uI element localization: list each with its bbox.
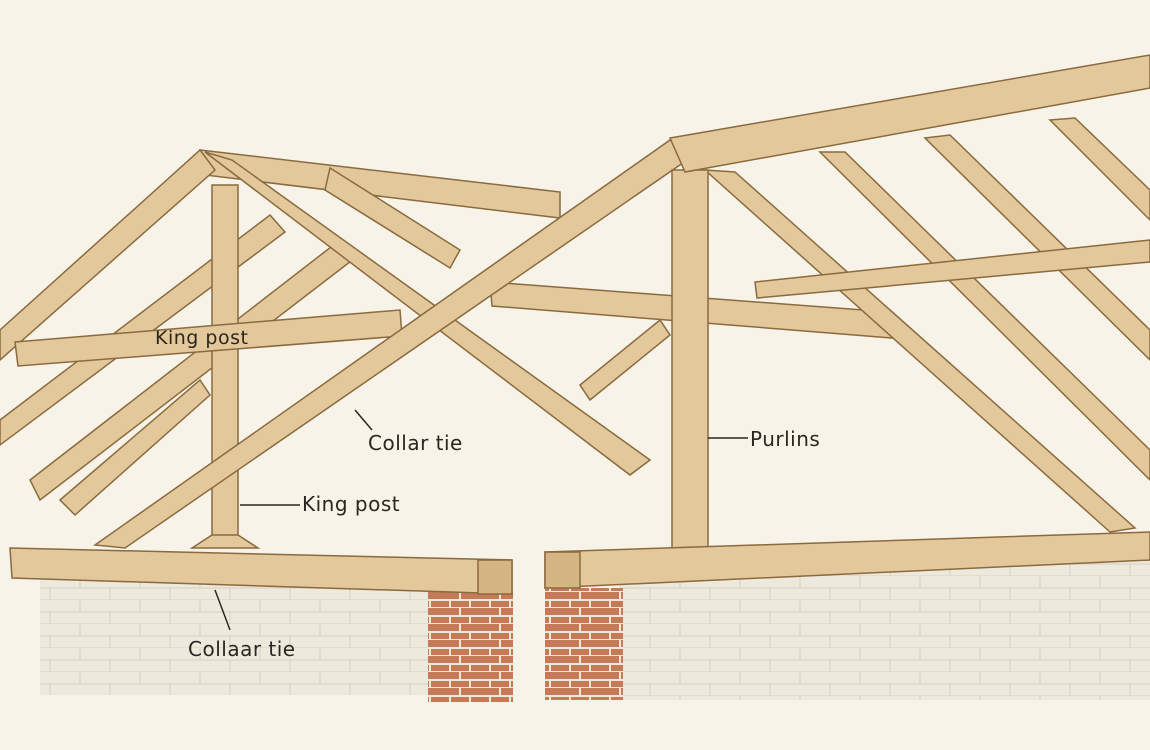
post-foot [189, 534, 261, 549]
label-purlins: Purlins [750, 427, 821, 451]
label-king-post-beam: King post [155, 327, 249, 349]
rafter-left [0, 148, 217, 362]
brick-pillar-right [545, 588, 623, 700]
king-post [211, 184, 239, 546]
post-right [671, 169, 709, 549]
leader-lines [214, 409, 748, 631]
label-king-post: King post [302, 492, 401, 516]
brace [324, 166, 462, 270]
masonry-walls [40, 560, 1150, 702]
ridge-beam-right [668, 54, 1150, 173]
brick-pillar-left [428, 592, 513, 702]
brace [578, 318, 672, 402]
label-collaar-tie: Collaar tie [188, 637, 296, 661]
brace [58, 378, 211, 517]
rafter [1048, 117, 1150, 222]
rafter [818, 151, 1150, 482]
rafter-right-truss [702, 169, 1137, 533]
purlin [754, 239, 1150, 299]
label-collar-tie: Collar tie [368, 431, 463, 455]
timber-frame [0, 54, 1150, 595]
rafter [923, 134, 1150, 362]
